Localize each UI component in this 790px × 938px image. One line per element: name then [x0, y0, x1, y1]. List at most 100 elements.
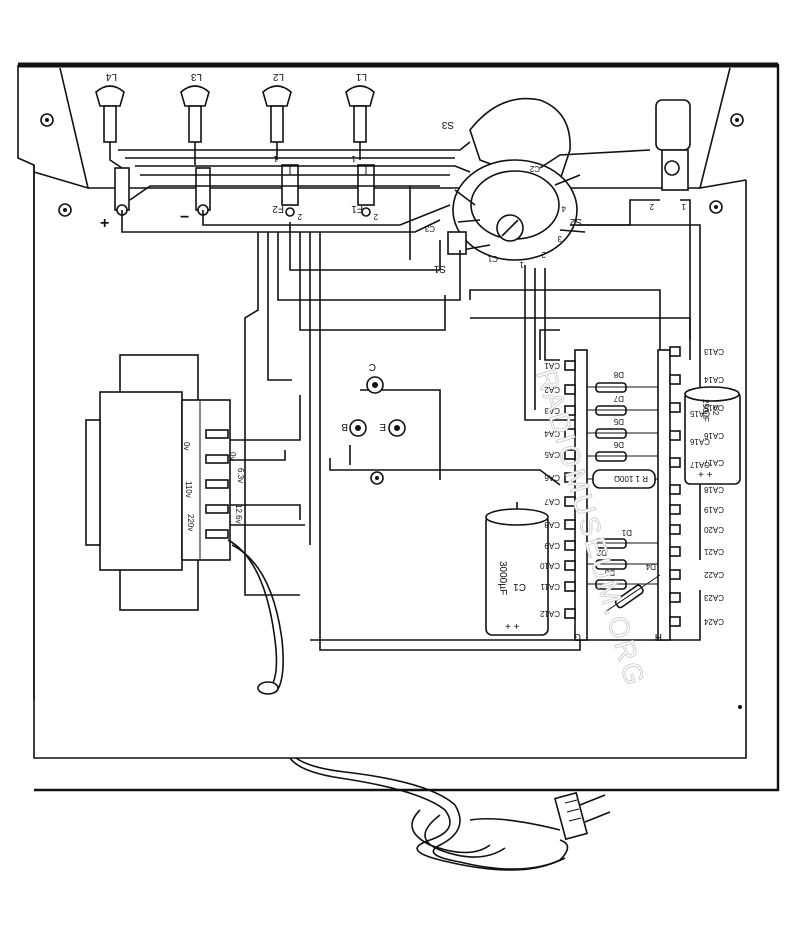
strip-end-label-h: H: [655, 631, 662, 642]
mains-cable: [227, 539, 611, 871]
c2-term-label: CA17: [689, 460, 710, 469]
transformer: 0v 0v 110v 220v 6.3v 12.6v: [85, 354, 245, 611]
strip-lug: [669, 402, 681, 413]
strip-lug: [564, 496, 576, 507]
strip-label-right: CA13: [703, 347, 724, 356]
diode-label: D5: [613, 417, 624, 426]
lamp-l3: [180, 85, 210, 160]
strip-labels: CA1CA2CA3CA4CA5CA6CA7CA8CA9CA10CA11CA12C…: [539, 347, 724, 626]
lamp-label-l2: L2: [272, 71, 284, 82]
strip-label-right: CA20: [703, 525, 724, 534]
strip-lug: [564, 472, 576, 483]
strip-lug: [669, 484, 681, 495]
strip-end-label-g: G: [573, 631, 581, 642]
c1-value-label: 3000µF: [497, 561, 508, 595]
svg-text:+ +: + +: [698, 470, 713, 481]
strip-label-right: CA17: [703, 458, 724, 467]
strip-label-left: CA1: [544, 361, 560, 370]
diode-label: D7: [613, 394, 624, 403]
terminal-plus: [114, 167, 130, 216]
strip-lug: [669, 430, 681, 441]
switch-term-label: C2: [529, 164, 540, 173]
lamp-label-l3: L3: [190, 71, 202, 82]
strip-label-right: CA15: [703, 403, 724, 412]
capacitor-c1: 3000µF C1 + +: [485, 502, 549, 636]
switch-term-label: C3: [424, 224, 435, 233]
screw-icon: [370, 471, 384, 485]
lamps: L4 L3 L2 L1: [95, 71, 375, 160]
component-board: D8 D7 D6 D5 D1 D2 D3 D4 R 1 100Ω 3000µF …: [485, 346, 741, 642]
resistor-label: R 1 100Ω: [614, 474, 648, 483]
switch-label-s3: S3: [441, 119, 454, 130]
lamp-l1: [345, 85, 375, 160]
plus-terminal-label: +: [100, 215, 109, 232]
strip-label-right: CA23: [703, 593, 724, 602]
screw-icon: [709, 200, 723, 214]
strip-label-left: CA3: [544, 406, 560, 415]
diode-label: D1: [621, 528, 632, 537]
strip-label-left: CA4: [544, 429, 560, 438]
strip-label-right: CA22: [703, 570, 724, 579]
diode-label: D6: [613, 440, 624, 449]
fuse-term-label: 2: [373, 212, 378, 221]
strip-lug: [669, 374, 681, 385]
switch-term-label: C1: [487, 254, 498, 263]
lamp-label-l4: L4: [105, 71, 117, 82]
fuse-label-f2: F2: [272, 203, 284, 214]
strip-label-left: CA12: [539, 609, 560, 618]
strip-lug: [669, 592, 681, 603]
tap-label: 0v: [182, 442, 191, 450]
diode-label: D2: [596, 548, 607, 557]
screw-icon: [40, 113, 54, 127]
c2-term-label: CA16: [689, 437, 710, 446]
strip-lug: [669, 457, 681, 468]
tap-label: 110v: [184, 481, 193, 498]
strip-lug: [669, 504, 681, 515]
jack-e-icon: [388, 419, 406, 437]
diode-label: D8: [613, 370, 624, 379]
strip-label-left: CA2: [544, 385, 560, 394]
switch-term-label: 2: [541, 250, 546, 259]
strip-label-right: CA21: [703, 547, 724, 556]
c1-label: C1: [513, 581, 526, 592]
strip-label-left: CA8: [544, 520, 560, 529]
diode-label: D4: [645, 562, 656, 571]
strip-lug: [564, 519, 576, 530]
fuse-label-f1: F1: [351, 203, 363, 214]
chassis: [17, 62, 780, 792]
diode-label: D3: [604, 568, 615, 577]
diode-row: [587, 382, 661, 613]
strip-lug: [669, 569, 681, 580]
strip-lug: [564, 449, 576, 460]
lamp-label-l1: L1: [355, 71, 367, 82]
strip-lug: [564, 405, 576, 416]
capacitor-c2: C2 250µF CA15 CA16 CA17 + +: [684, 386, 741, 485]
strip-lug: [564, 581, 576, 592]
screw-icon: [730, 113, 744, 127]
strip-label-left: CA11: [540, 582, 560, 591]
right-switch-term-label: 2: [649, 202, 654, 211]
strip-lug: [564, 608, 576, 619]
tap-label: 220v: [186, 514, 195, 531]
screw-icon: [58, 203, 72, 217]
minus-terminal-label: −: [180, 209, 189, 226]
switch-term-label: 1: [519, 260, 524, 269]
fuse-term-label: 2: [297, 212, 302, 221]
mains-plug-icon: [553, 791, 611, 841]
strip-lug: [669, 346, 681, 357]
tap-label: 0v: [228, 452, 237, 460]
strip-lug: [564, 360, 576, 371]
main-wiring: [225, 186, 701, 651]
rotary-switch: S3 S2 S1 1 2 3 4 C1 C2 C3: [424, 97, 651, 274]
strip-label-right: CA24: [703, 617, 724, 626]
switch-term-label: 3: [557, 234, 562, 243]
c2-value-label: 250µF: [701, 399, 710, 422]
point-label-b: B: [341, 421, 348, 432]
strip-lug: [564, 560, 576, 571]
tap-label: 12.6v: [234, 504, 243, 524]
switch-term-label: 4: [561, 204, 566, 213]
switch-label-s2: S2: [569, 216, 582, 227]
tap-terminals: [205, 429, 229, 539]
